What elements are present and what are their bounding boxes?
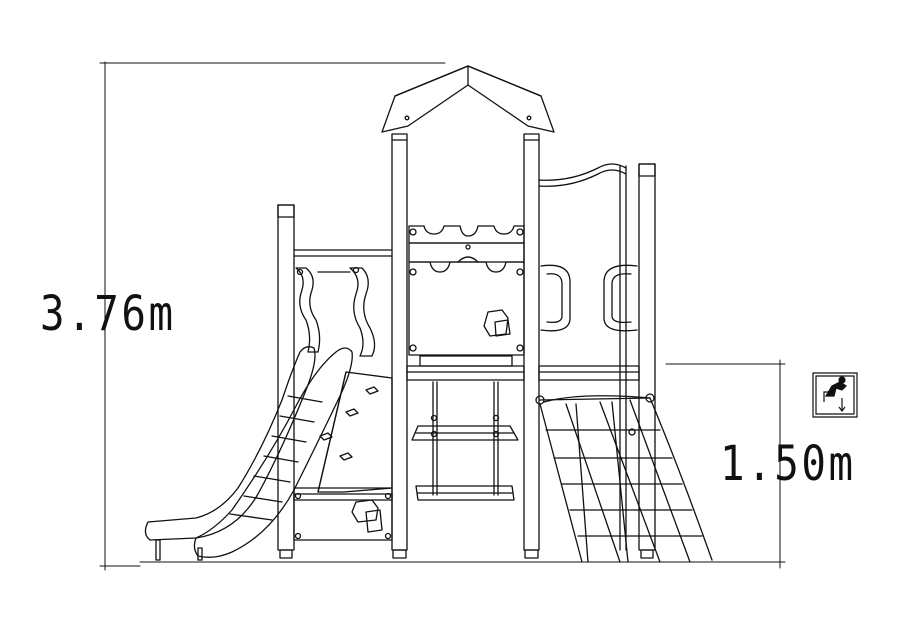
left-posts <box>278 205 392 558</box>
total-height-dimension <box>100 62 445 570</box>
slide-side-panels <box>296 268 375 357</box>
tower-front-panel <box>409 226 524 355</box>
lower-entry-panel <box>294 488 392 540</box>
ladder <box>412 382 518 500</box>
platform-height-label: 1.50m <box>720 436 856 492</box>
fall-height-warning-icon <box>812 372 858 418</box>
total-height-label: 3.76m <box>40 286 176 342</box>
platform-height-dimension <box>666 360 785 568</box>
platform-deck <box>407 356 639 380</box>
slide <box>145 347 352 560</box>
tower-roof <box>382 66 554 132</box>
grab-handles <box>541 265 637 330</box>
cargo-net <box>536 394 712 562</box>
top-rail <box>539 164 626 186</box>
right-posts <box>620 164 655 558</box>
climbing-wall <box>318 372 392 492</box>
